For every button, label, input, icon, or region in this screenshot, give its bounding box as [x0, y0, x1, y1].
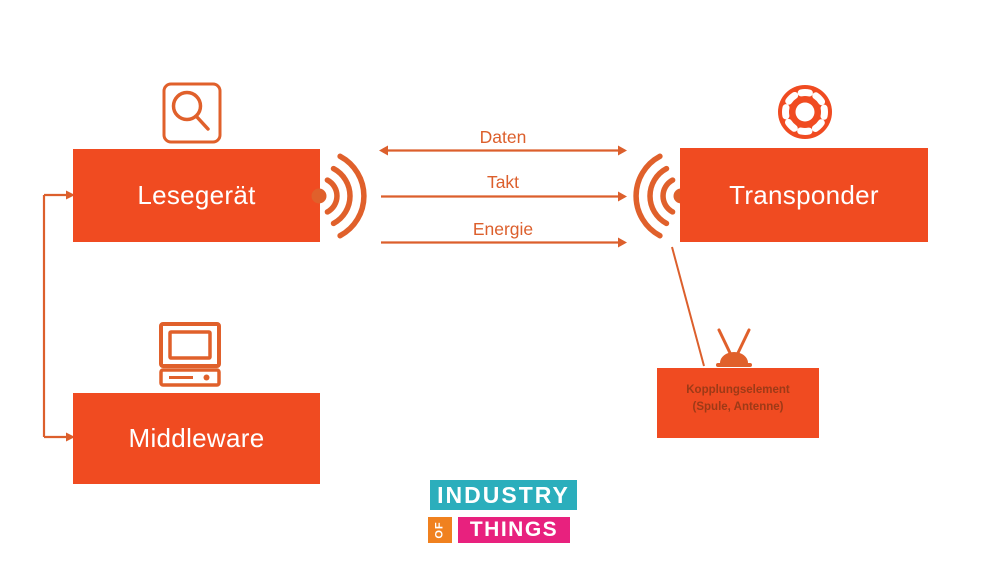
antenna-icon: [716, 328, 752, 367]
reader-box: Lesegerät: [73, 149, 320, 242]
channel-label-daten: Daten: [479, 127, 527, 147]
channel-label-takt: Takt: [486, 172, 520, 192]
logo-of-text: OF: [434, 521, 446, 539]
logo-things-block: THINGS: [458, 517, 570, 543]
computer-icon: [159, 322, 221, 387]
coupling-label-line2: (Spule, Antenne): [692, 401, 784, 413]
magnifier-icon: [162, 82, 222, 144]
transponder-box: Transponder: [680, 148, 928, 242]
coupling-pointer-line: [671, 246, 705, 367]
middleware-box: Middleware: [73, 393, 320, 484]
logo-of-block: OF: [428, 517, 452, 543]
logo-things-text: THINGS: [469, 518, 559, 541]
radio-waves-icon: [311, 153, 367, 239]
industry-of-things-logo: INDUSTRY OF THINGS: [428, 480, 578, 544]
middleware-connector-line: [42, 190, 75, 442]
channel-label-energie: Energie: [472, 219, 534, 239]
channel-arrow-daten: [379, 145, 627, 156]
channel-arrow-energie: [381, 237, 627, 248]
wheel-icon: [778, 85, 832, 139]
middleware-label: Middleware: [128, 423, 265, 453]
channel-arrow-takt: [381, 191, 627, 202]
coupling-box: Kopplungselement (Spule, Antenne): [657, 368, 819, 438]
coupling-label-line1: Kopplungselement: [686, 384, 790, 397]
logo-industry-block: INDUSTRY: [430, 480, 577, 510]
reader-label: Lesegerät: [137, 180, 256, 210]
radio-waves-icon: [633, 153, 689, 239]
transponder-label: Transponder: [729, 179, 879, 210]
logo-industry-text: INDUSTRY: [437, 481, 570, 508]
